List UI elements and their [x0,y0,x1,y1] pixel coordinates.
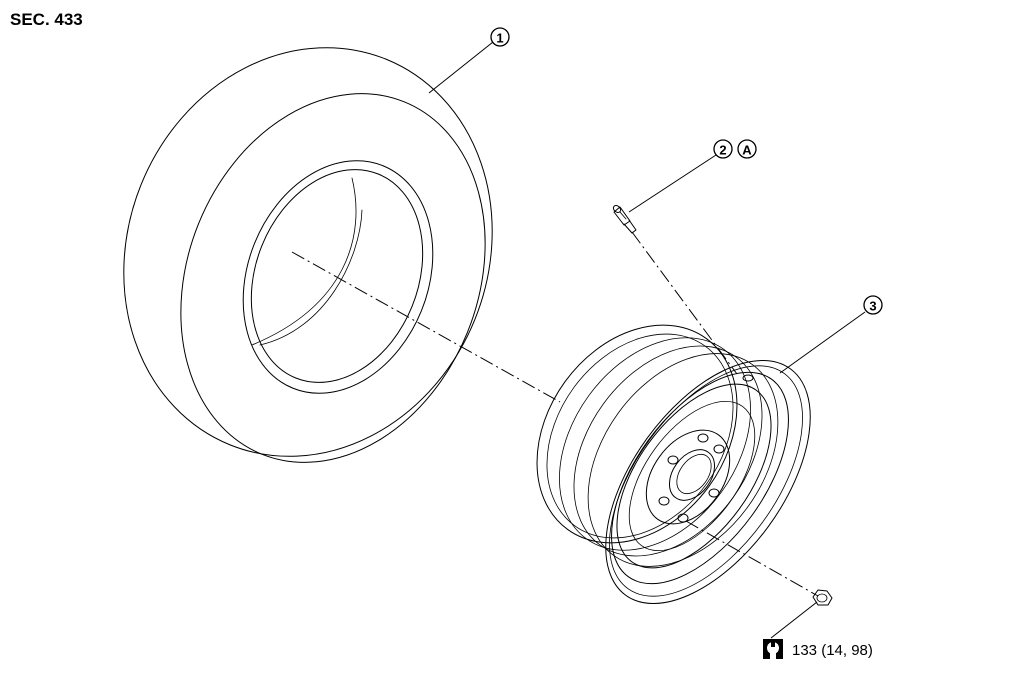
torque-wrench-icon [763,639,783,659]
leader-wheel [779,311,866,374]
wheel-illustration [536,324,811,605]
callout-valve-ref-label: A [742,143,752,158]
callout-tire: 1 [490,27,510,47]
callout-valve-label: 2 [719,143,726,158]
valve-stem-illustration [612,205,637,234]
callout-valve: 2 [713,139,733,159]
leader-nut [770,601,818,639]
tire-axis-centerline [291,251,561,403]
callout-wheel: 3 [863,295,883,315]
tire-illustration [123,47,493,463]
section-label: SEC. 433 [10,10,83,29]
callout-tire-label: 1 [496,31,503,46]
nut-axis-centerline [685,520,819,597]
wheel-nut-illustration [812,589,833,606]
callout-valve-ref: A [737,139,757,159]
callout-wheel-label: 3 [869,299,876,314]
torque-spec: 133 (14, 98) [792,642,873,659]
leader-valve [628,154,717,213]
leader-tire [428,41,494,94]
